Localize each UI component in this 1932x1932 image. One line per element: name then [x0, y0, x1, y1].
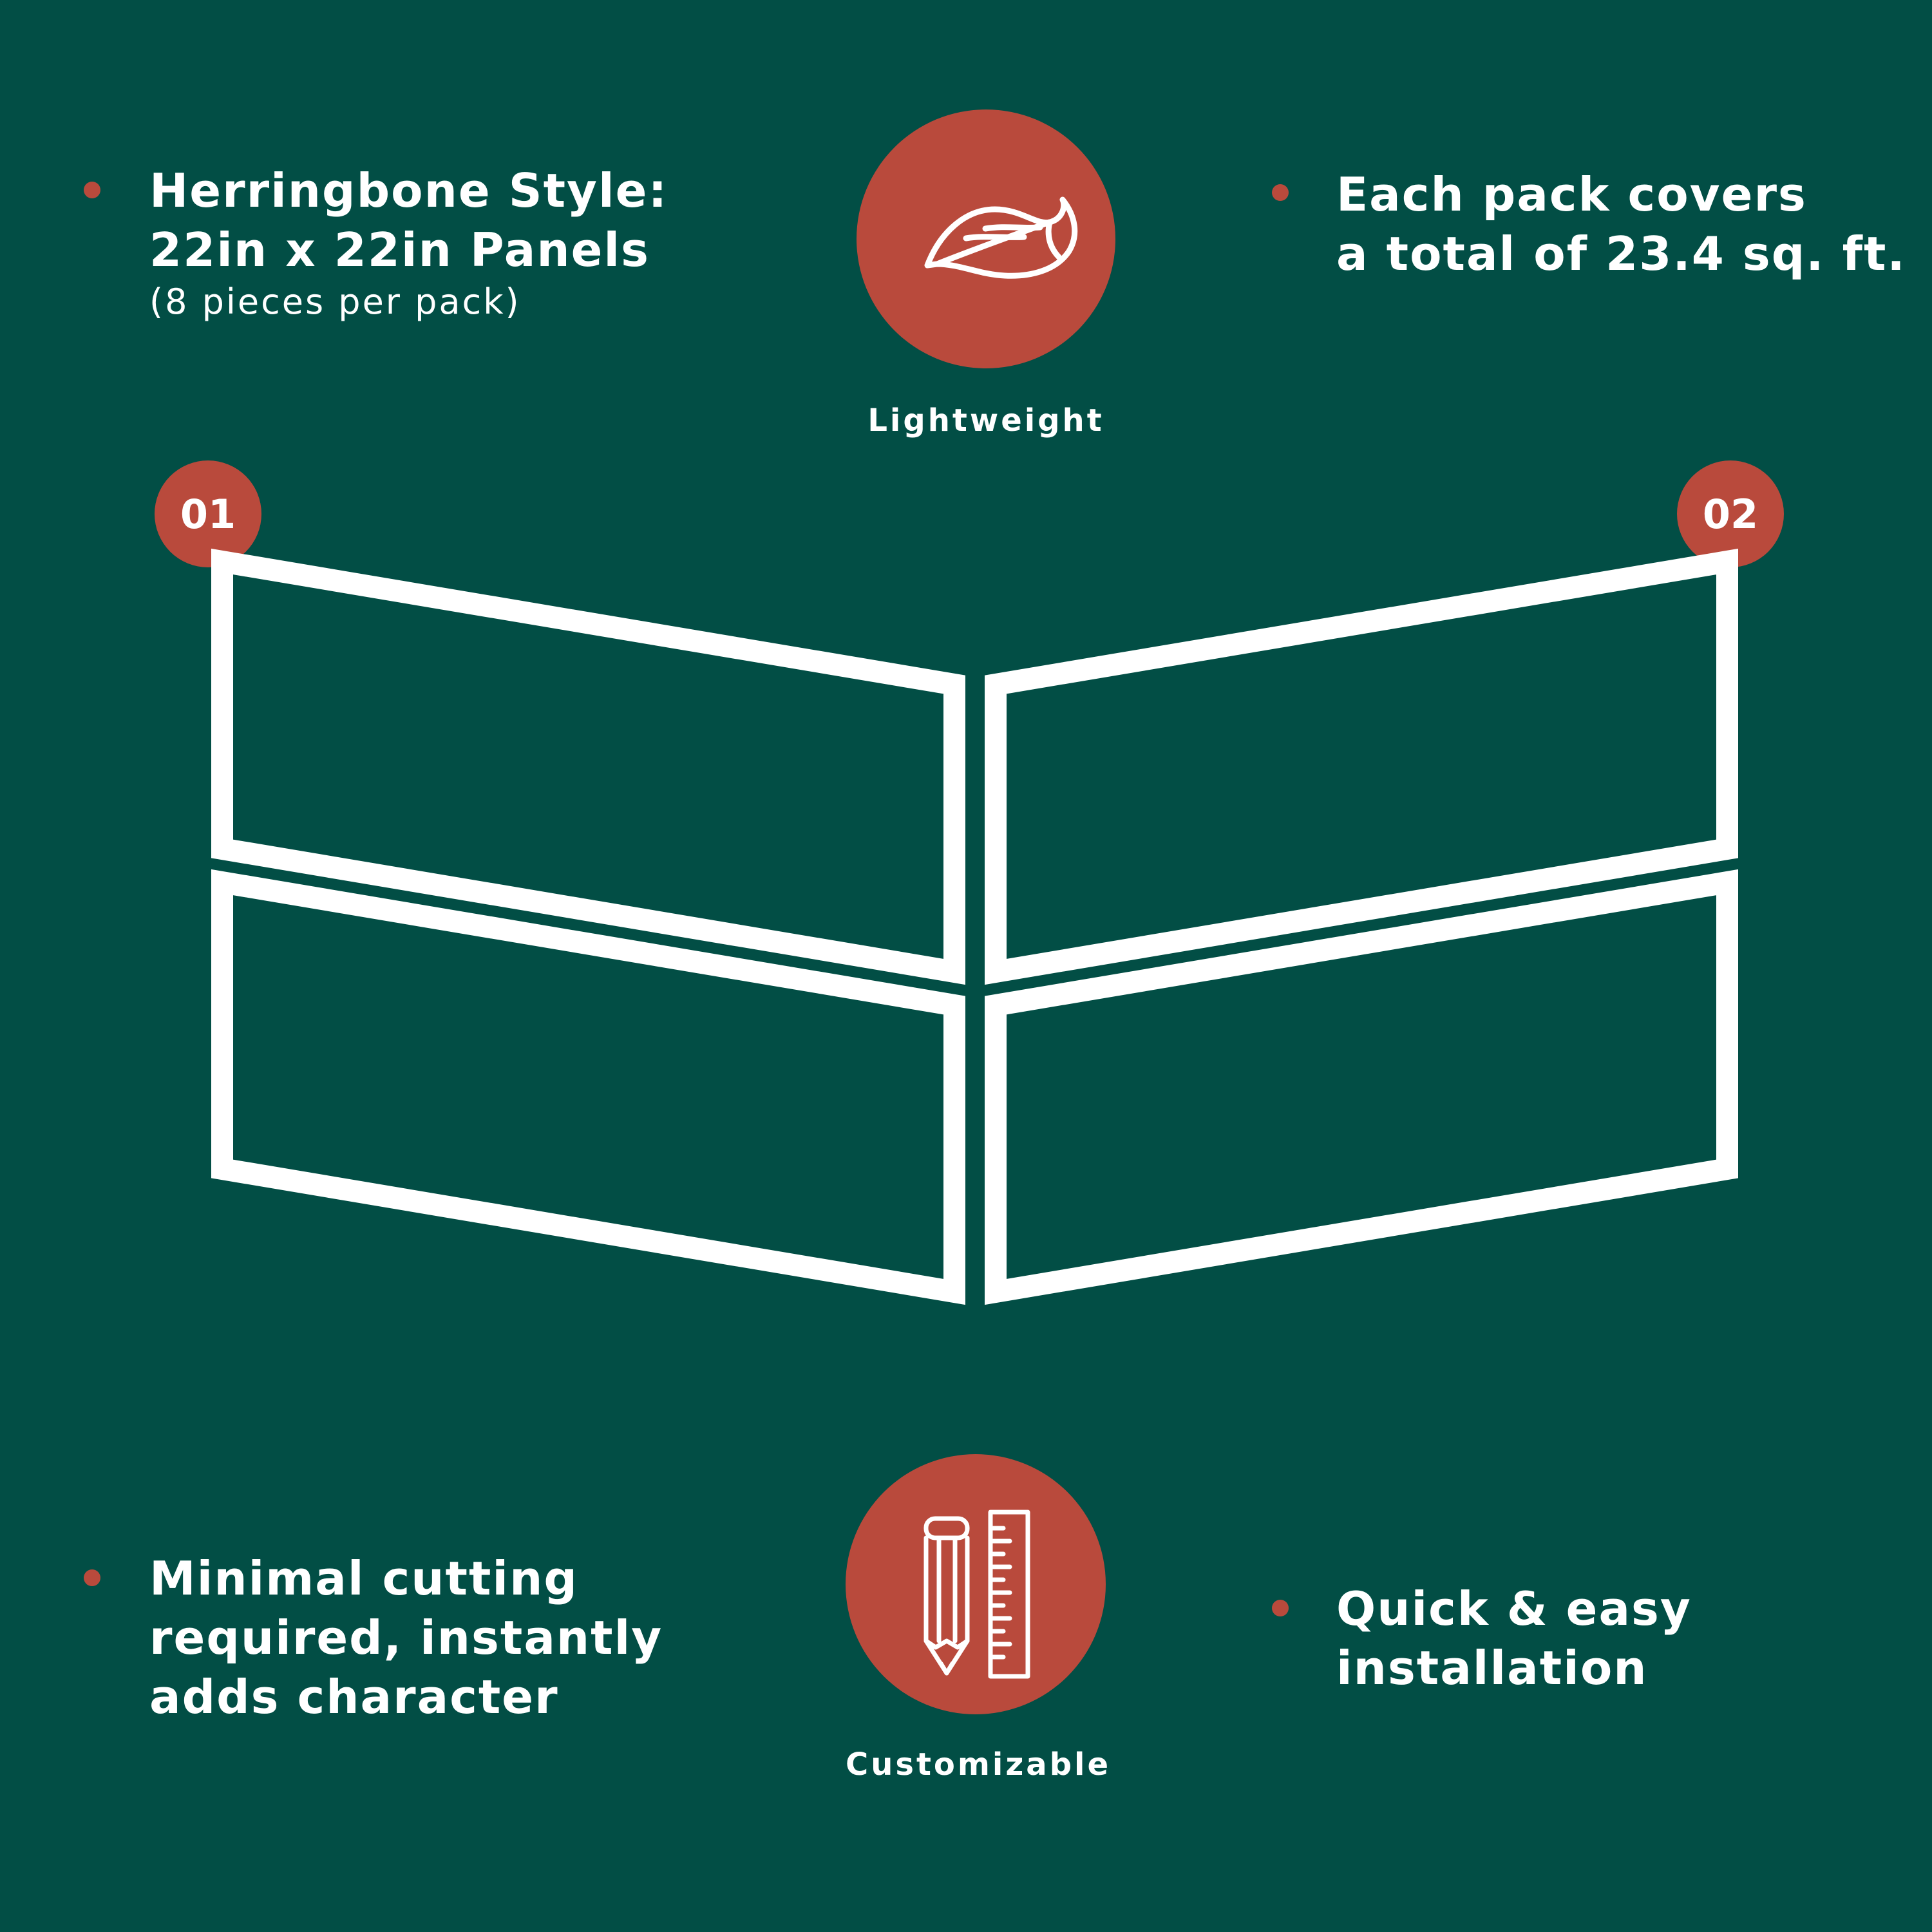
- lightweight-badge: [857, 109, 1115, 368]
- cutting-line1: Minimal cutting: [149, 1551, 578, 1605]
- customizable-label: Customizable: [846, 1747, 1112, 1783]
- pencil-ruler-icon: [923, 1510, 1030, 1679]
- installation-line2: installation: [1336, 1641, 1648, 1695]
- cutting-line3: adds character: [149, 1670, 559, 1724]
- panel-size-title-line2: 22in x 22in Panels: [149, 223, 650, 277]
- installation-line1: Quick & easy: [1336, 1582, 1692, 1636]
- right-upper-panel: [985, 548, 1738, 985]
- cutting-line2: required, instantly: [149, 1611, 663, 1665]
- panel-size-title-line1: Herringbone Style:: [149, 164, 668, 218]
- coverage-line1: Each pack covers: [1336, 167, 1807, 222]
- right-lower-panel: [985, 869, 1738, 1305]
- lightweight-label: Lightweight: [867, 402, 1104, 439]
- bullet-dot: [1272, 184, 1289, 201]
- bullet-dot: [84, 1569, 100, 1586]
- left-upper-panel: [211, 548, 965, 985]
- feather-icon: [924, 196, 1078, 279]
- coverage-line2: a total of 23.4 sq. ft.: [1336, 227, 1906, 281]
- panel-size-subtitle: (8 pieces per pack): [149, 281, 521, 322]
- bullet-dot: [84, 182, 100, 198]
- panel-number-02: 02: [1677, 460, 1784, 567]
- left-lower-panel: [211, 869, 965, 1305]
- customizable-badge: [846, 1454, 1106, 1714]
- bullet-dot: [1272, 1600, 1289, 1616]
- panel-number-01: 01: [155, 460, 261, 567]
